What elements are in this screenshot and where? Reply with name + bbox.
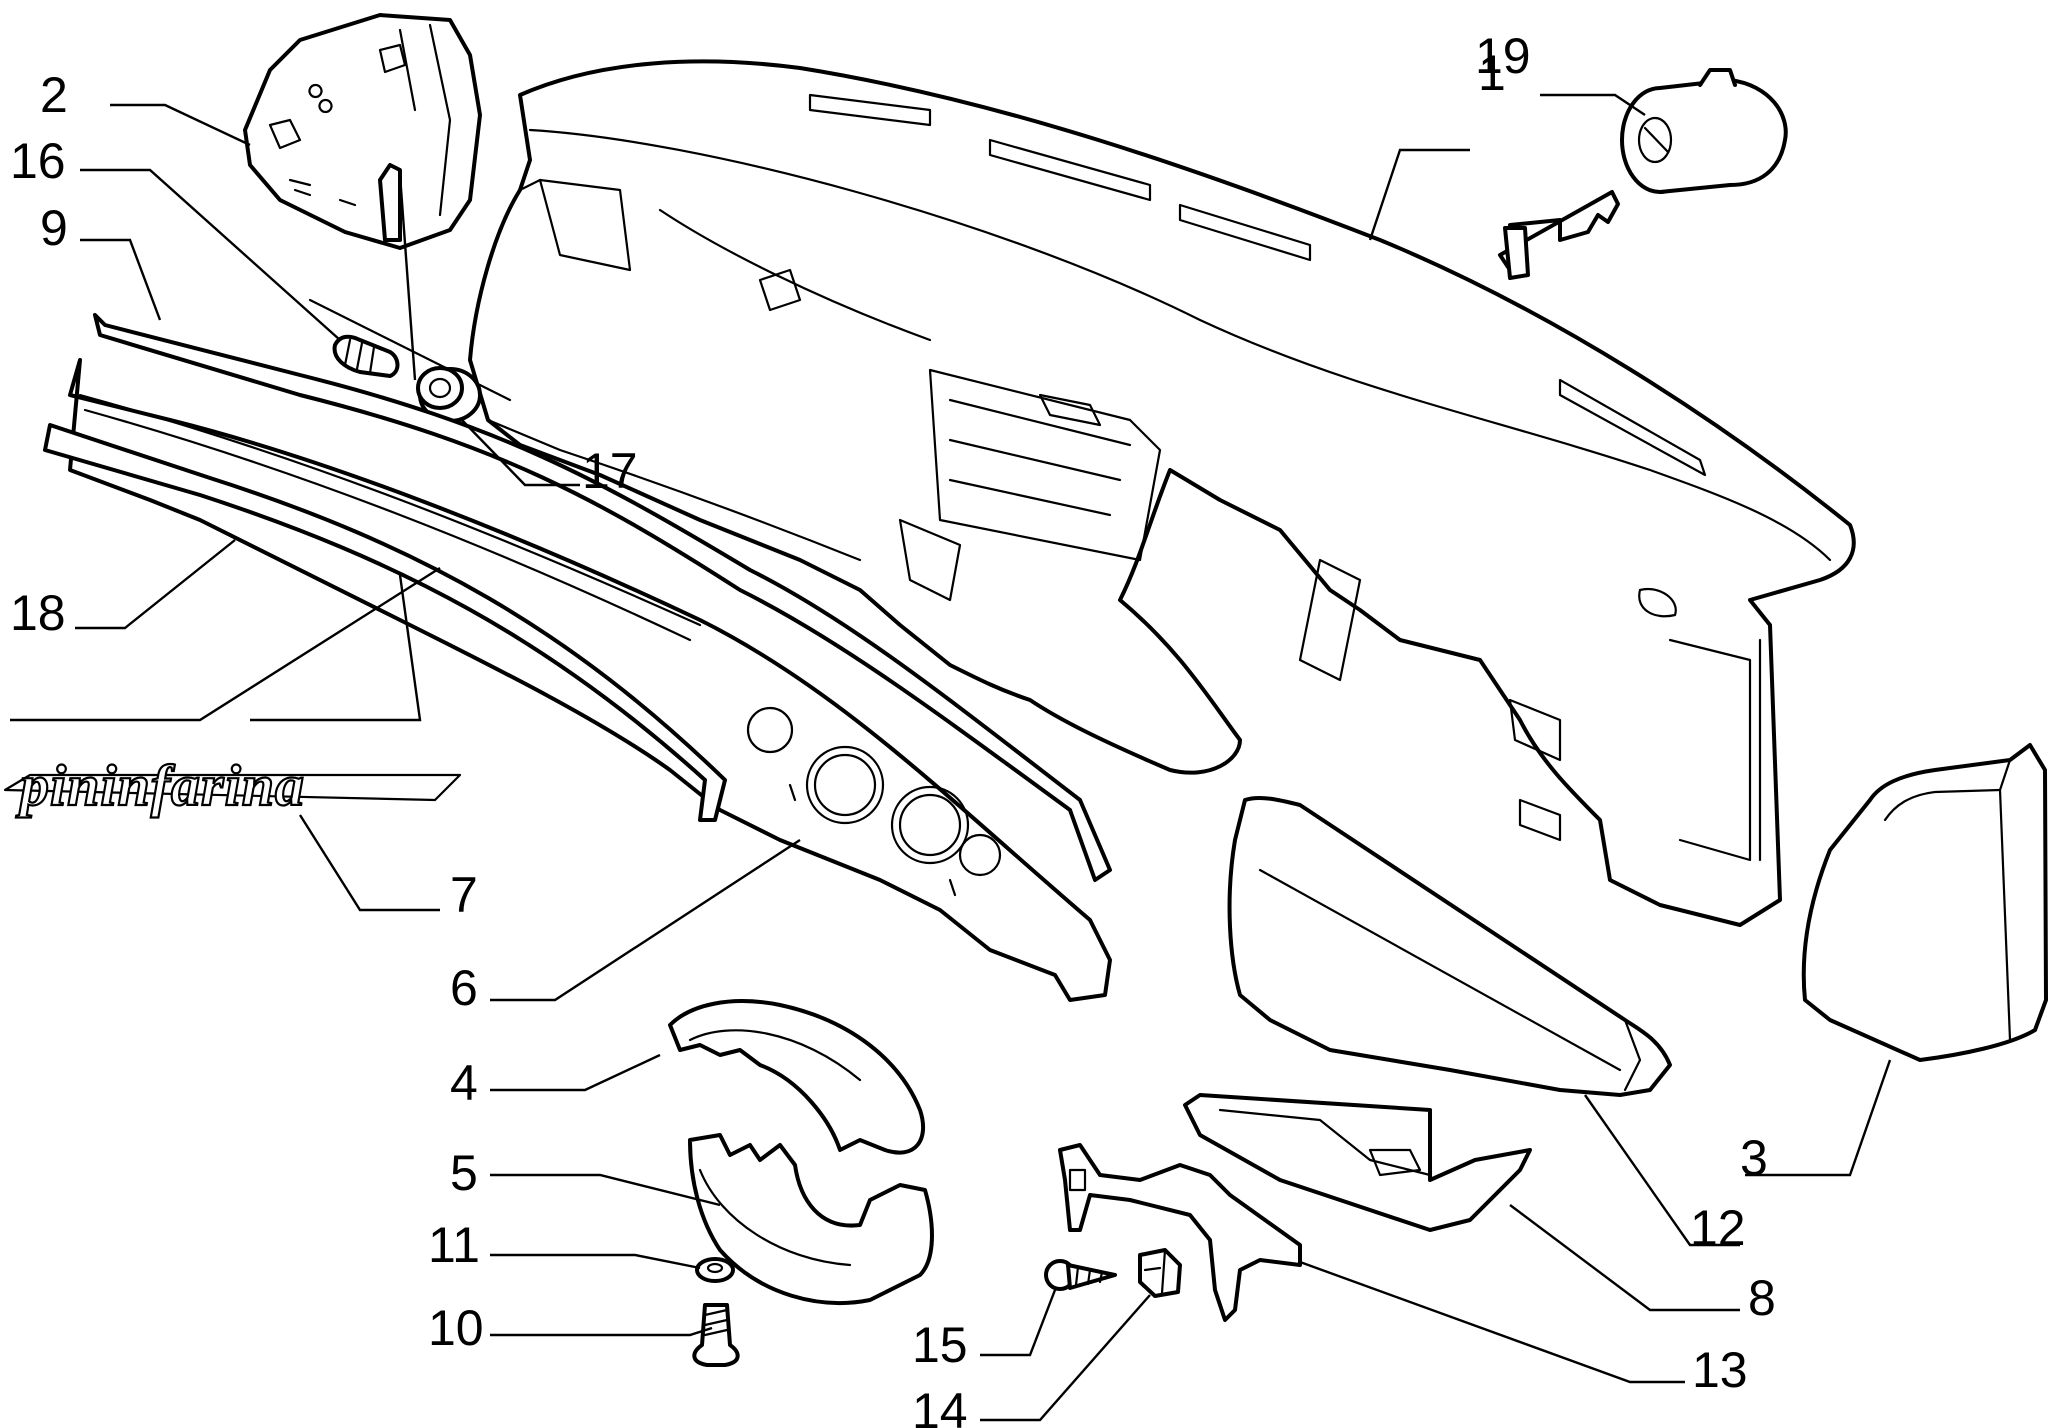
part-3-side-panel [1801,743,2048,1062]
part-12-glovebox-lid [1227,795,1672,1097]
callout-16: 16 [10,133,66,189]
part-19-lock-cylinder [1620,68,1788,194]
callout-11: 11 [428,1217,480,1273]
part-13-mounting-bracket [1058,1143,1302,1322]
part-5-lower-steering-cover [688,1133,934,1305]
logo-text: pininfarina [15,753,305,818]
callout-6: 6 [450,960,478,1016]
callout-5: 5 [450,1145,478,1201]
callout-15: 15 [912,1317,968,1373]
part-14-clip [1138,1248,1182,1298]
leader-lines [75,93,1892,1422]
part-4-upper-steering-cover [668,999,926,1155]
part-15-screw [1044,1259,1117,1291]
callout-10: 10 [428,1300,484,1356]
part-16-clip [308,298,512,402]
callout-labels: 1 2 3 4 5 6 7 8 9 10 11 12 13 14 15 16 1… [10,28,1776,1428]
callout-8: 8 [1748,1270,1776,1326]
callout-1: 1 [1478,45,1506,101]
callout-2: 2 [40,67,68,123]
part-11-washer [695,1257,735,1283]
callout-7: 7 [450,867,478,923]
part-1-dashboard [468,59,1856,927]
part-19-key [1498,190,1620,280]
callout-4: 4 [450,1055,478,1111]
part-10-screw [692,1303,740,1367]
callout-18: 18 [10,585,66,641]
callout-9: 9 [40,200,68,256]
callout-13: 13 [1692,1342,1748,1398]
callout-14: 14 [912,1383,968,1428]
callout-3: 3 [1740,1130,1768,1186]
part-7-logo-badge: pininfarina [3,566,462,819]
callout-17: 17 [582,443,638,499]
part-8-bracket [1183,1093,1532,1232]
callout-12: 12 [1690,1200,1746,1256]
part-2-side-bracket [243,13,482,250]
part-18-lower-trim [43,423,727,822]
part-9-upper-trim [93,313,1112,882]
callout-19: 19 [1475,28,1531,84]
